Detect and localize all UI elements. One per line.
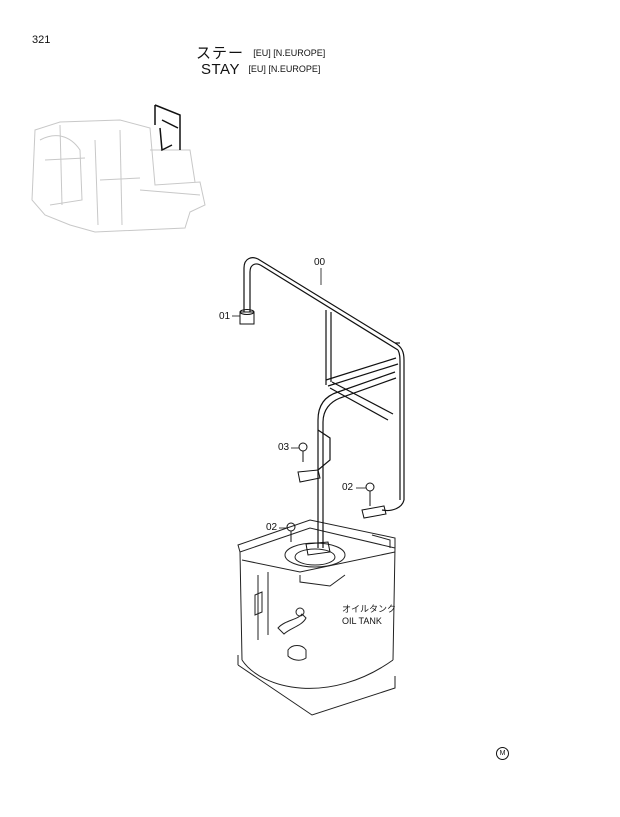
- bolt-02-right: [361, 482, 387, 519]
- part-label-02-left: 02: [266, 522, 278, 533]
- page-number: 321: [32, 34, 51, 46]
- thumbnail-stay-highlight: [154, 104, 181, 152]
- cap-part: [239, 309, 255, 325]
- part-label-03: 03: [278, 442, 290, 453]
- oil-tank-label-japanese: オイルタンク: [342, 604, 397, 614]
- title-english-tags: [EU] [N.EUROPE]: [248, 64, 321, 74]
- part-label-01: 01: [219, 311, 231, 322]
- oil-tank-label-english: OIL TANK: [342, 616, 382, 626]
- part-label-00: 00: [314, 257, 326, 268]
- m-mark-symbol: M: [496, 747, 509, 760]
- title-english-text: STAY: [201, 61, 240, 78]
- title-japanese: ステー [EU] [N.EUROPE]: [196, 42, 325, 63]
- stay-pipe: [243, 257, 405, 548]
- oil-tank-label: オイルタンク OIL TANK: [342, 603, 396, 627]
- leader-lines: [232, 268, 366, 529]
- title-english: STAY [EU] [N.EUROPE]: [201, 61, 320, 78]
- machine-thumbnail: [31, 119, 206, 233]
- bolt-03: [297, 442, 321, 483]
- bolt-02-left: [286, 522, 331, 556]
- title-japanese-tags: [EU] [N.EUROPE]: [253, 48, 326, 58]
- part-label-02-right: 02: [342, 482, 354, 493]
- title-japanese-text: ステー: [196, 45, 245, 62]
